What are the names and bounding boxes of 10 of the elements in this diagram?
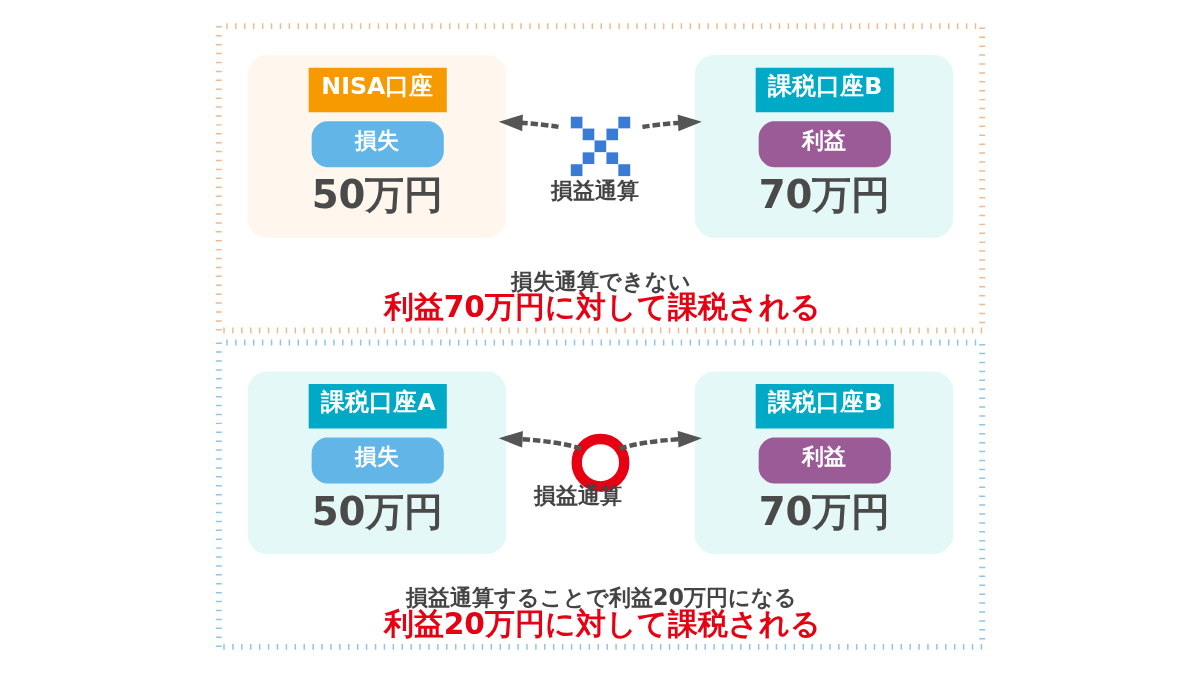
arrow: [498, 114, 559, 132]
node-label: 損益通算: [550, 177, 639, 204]
arrow: [641, 114, 702, 132]
node-label: 損益通算: [533, 481, 622, 508]
node-box: NISA口座 損失 50万円: [247, 55, 506, 238]
arrow: [618, 430, 702, 451]
node-box: 課税口座B 利益 70万円: [694, 371, 953, 555]
node-box: 課税口座B 利益 70万円: [694, 55, 953, 238]
node-box: 課税口座A 損失 50万円: [247, 371, 506, 555]
arrow: [498, 430, 582, 451]
